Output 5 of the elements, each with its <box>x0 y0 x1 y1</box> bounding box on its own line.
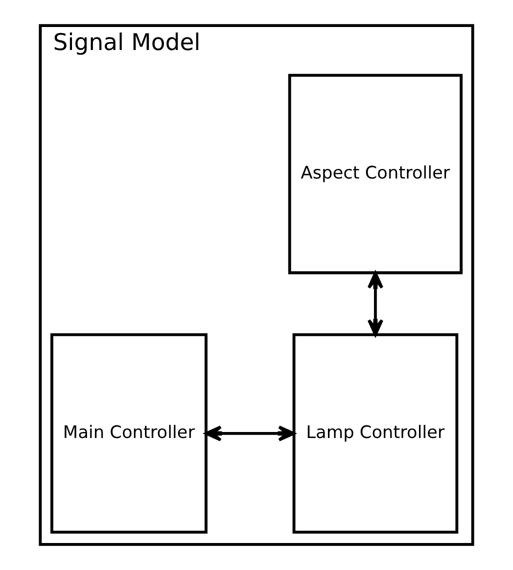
node-box: Lamp Controller <box>292 333 458 534</box>
arrow <box>367 272 384 336</box>
node-box: Main Controller <box>50 333 208 534</box>
arrow <box>204 426 296 442</box>
node-box: Aspect Controller <box>288 74 463 274</box>
